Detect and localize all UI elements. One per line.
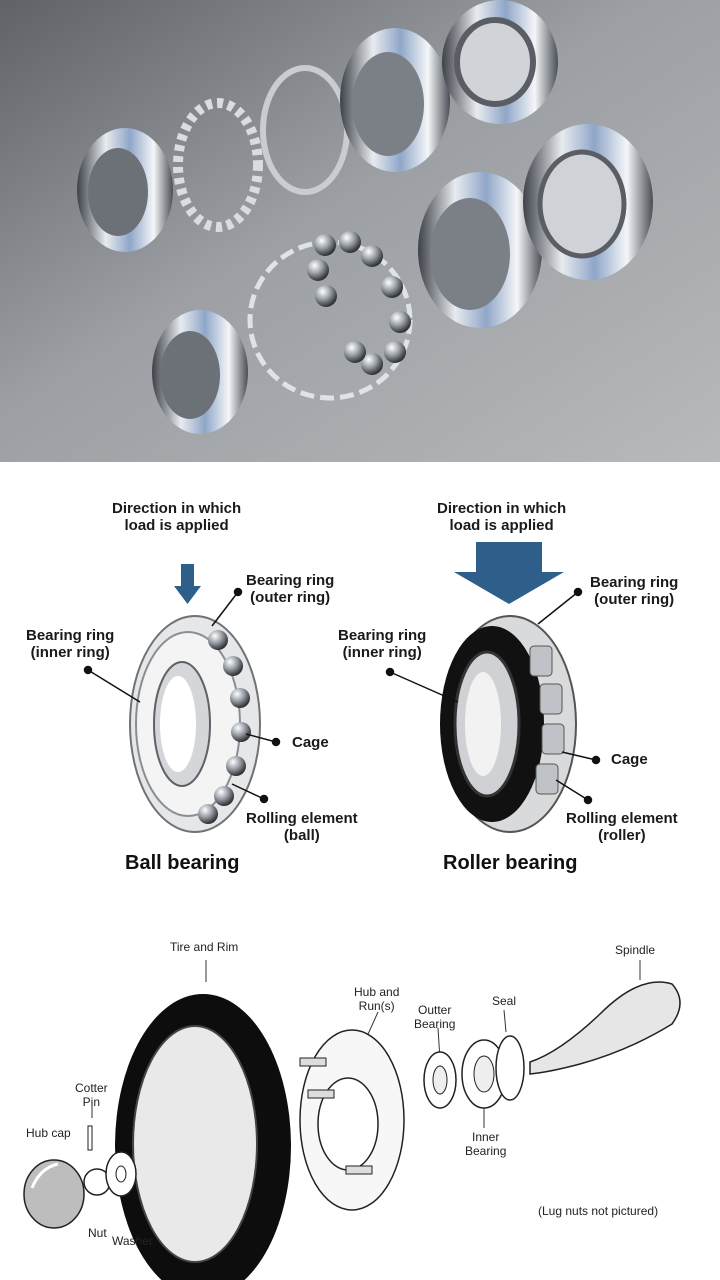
exploded-bearings-photo <box>0 0 720 462</box>
steel-balls <box>307 231 411 375</box>
ball-cage-label: Cage <box>292 734 329 751</box>
washer-label: Washer <box>112 1234 153 1248</box>
bearing-parts-illustration <box>0 0 720 462</box>
roller-load-arrow-icon <box>454 542 564 604</box>
ball-inner-ring-label: Bearing ring(inner ring) <box>26 627 115 661</box>
roller-inner-ring-label: Bearing ring(inner ring) <box>338 627 427 661</box>
seal-label: Seal <box>492 994 517 1008</box>
bearing-drawings <box>83 542 601 833</box>
wheel-assembly-drawing <box>23 960 681 1280</box>
spindle-label: Spindle <box>615 943 656 957</box>
nut-label: Nut <box>88 1226 107 1240</box>
ball-leader-lines <box>83 587 281 804</box>
seal-shape <box>495 1035 525 1101</box>
ball-rolling-element-label: Rolling element(ball) <box>246 810 358 844</box>
roller-bearing-title: Roller bearing <box>443 852 578 874</box>
ball-bearing-title: Ball bearing <box>125 852 240 874</box>
tire-rim-label: Tire and Rim <box>170 940 239 954</box>
lug-nuts-note: (Lug nuts not pictured) <box>538 1204 659 1218</box>
cotter-pin-shape <box>87 1125 93 1151</box>
hub-cap-label: Hub cap <box>26 1126 71 1140</box>
roller-cage-label: Cage <box>611 751 648 768</box>
spindle-shape <box>529 981 681 1075</box>
roller-outer-ring-label: Bearing ring(outer ring) <box>590 574 679 608</box>
roller-leader-lines <box>385 587 601 805</box>
ball-load-arrow-icon <box>174 564 201 604</box>
hub-cap-shape <box>23 1159 85 1229</box>
ball-outer-ring-label: Bearing ring(outer ring) <box>246 572 335 606</box>
roller-rolling-element-label: Rolling element(roller) <box>566 810 678 844</box>
ball-bearing-drawing <box>129 615 261 833</box>
roller-bearing-drawing <box>440 615 577 833</box>
